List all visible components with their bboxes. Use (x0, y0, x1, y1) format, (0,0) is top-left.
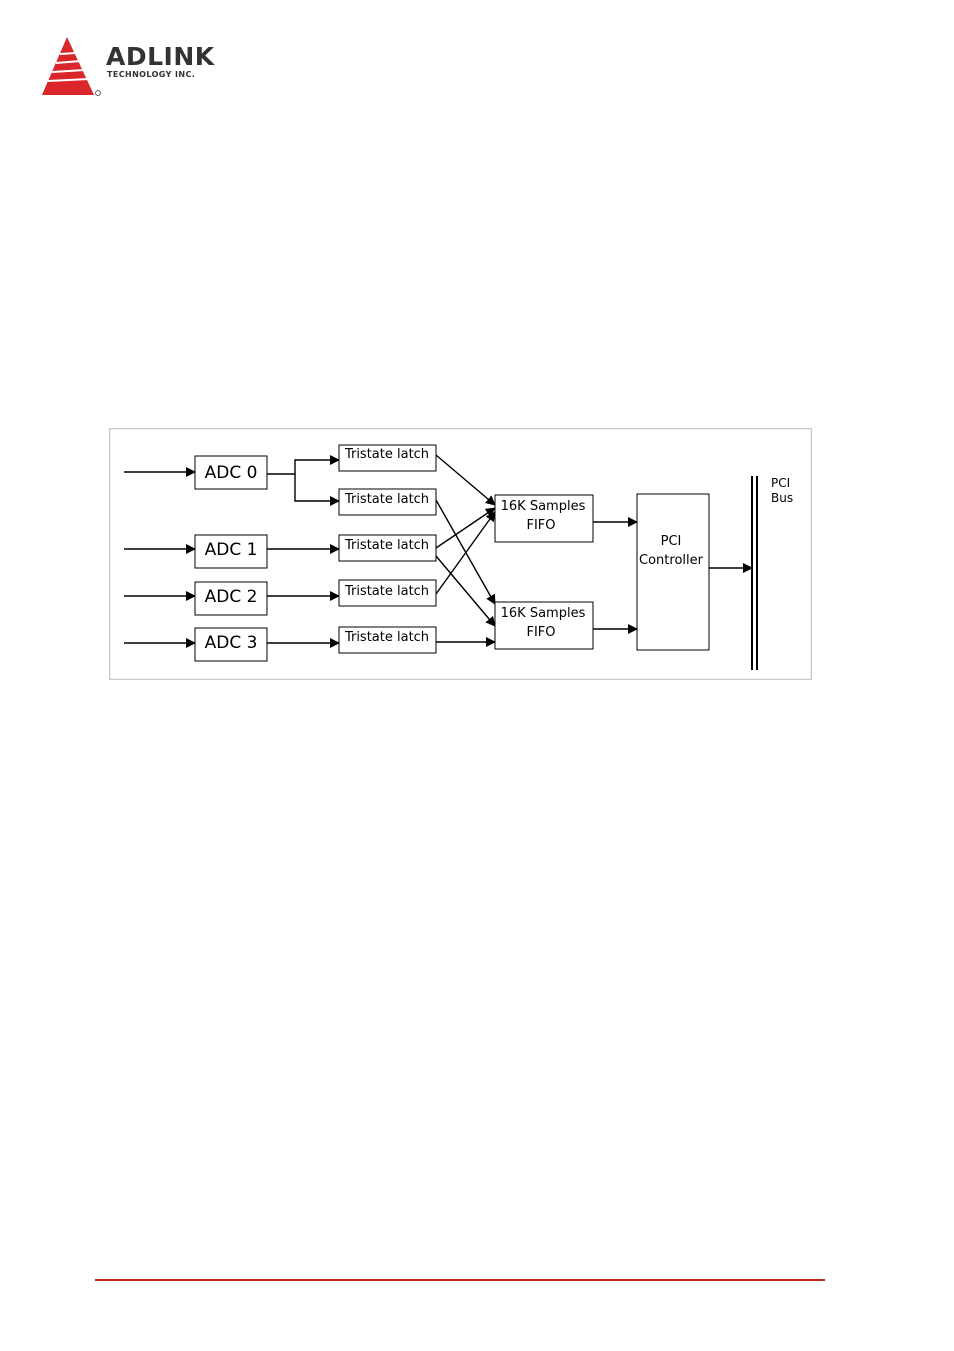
adlink-logo: ADLINK TECHNOLOGY INC. (38, 34, 238, 100)
fifo-label-line1: 16K Samples (501, 499, 586, 514)
latch-label: Tristate latch (344, 630, 429, 645)
adc-block: ADC 3 (195, 628, 267, 661)
pci-controller-block: PCI Controller (637, 494, 709, 650)
latch-label: Tristate latch (344, 492, 429, 507)
tristate-latch: Tristate latch (339, 535, 436, 561)
tristate-latch: Tristate latch (339, 489, 436, 515)
adc-block: ADC 1 (195, 535, 267, 568)
block-diagram: ADC 0 ADC 1 ADC 2 ADC 3 Tristate latch T… (109, 428, 812, 680)
logo-brand: ADLINK (106, 44, 215, 69)
controller-label-line1: PCI (661, 534, 682, 549)
fifo-label-line1: 16K Samples (501, 606, 586, 621)
bus-label-line2: Bus (771, 491, 793, 505)
fifo-label-line2: FIFO (526, 625, 555, 640)
footer-divider (95, 1279, 825, 1281)
tristate-latch: Tristate latch (339, 580, 436, 606)
latch-label: Tristate latch (344, 538, 429, 553)
adlink-triangle-logo-icon (38, 34, 104, 100)
bus-label-line1: PCI (771, 476, 790, 490)
logo-tagline: TECHNOLOGY INC. (107, 71, 195, 79)
tristate-latch: Tristate latch (339, 627, 436, 653)
latch-label: Tristate latch (344, 447, 429, 462)
adc-label: ADC 1 (205, 540, 258, 560)
fifo-label-line2: FIFO (526, 518, 555, 533)
fifo-block: 16K Samples FIFO (495, 602, 593, 649)
latch-label: Tristate latch (344, 584, 429, 599)
adc-label: ADC 3 (205, 633, 258, 653)
adc-block: ADC 2 (195, 582, 267, 615)
adc-block: ADC 0 (195, 456, 267, 489)
tristate-latch: Tristate latch (339, 445, 436, 471)
fifo-block: 16K Samples FIFO (495, 495, 593, 542)
controller-label-line2: Controller (639, 553, 704, 568)
adc-label: ADC 0 (205, 463, 258, 483)
adc-label: ADC 2 (205, 587, 258, 607)
